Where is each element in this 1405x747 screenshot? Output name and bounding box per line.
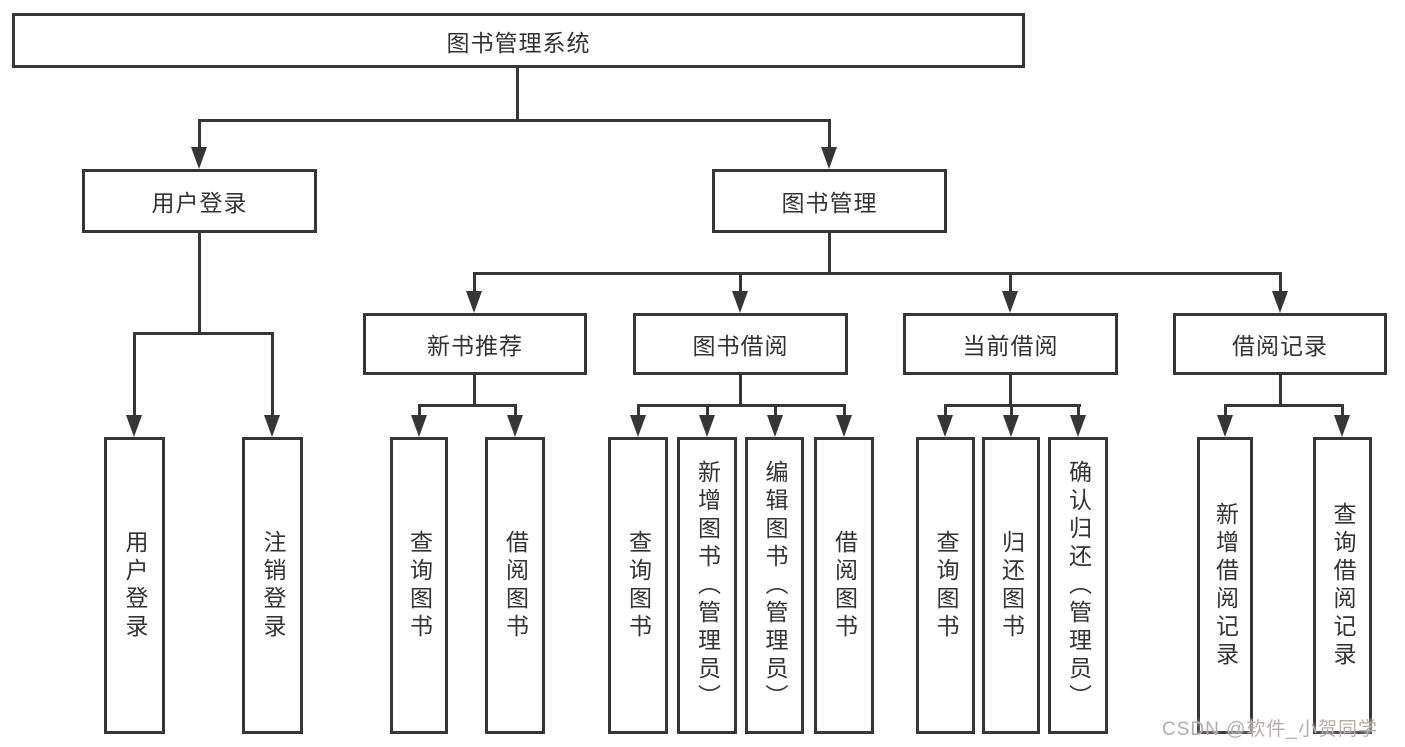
leaf-add-borrow-record: 新增借阅记录 bbox=[1197, 437, 1253, 734]
connector-line bbox=[706, 404, 709, 419]
connector-line bbox=[418, 404, 517, 407]
connector-line bbox=[1224, 404, 1227, 419]
leaf-label: 查询图书 bbox=[406, 529, 433, 642]
arrow-down-icon bbox=[630, 415, 646, 437]
connector-line bbox=[198, 233, 201, 335]
leaf-confirm-return-admin: 确认归还（管理员） bbox=[1048, 437, 1108, 734]
node-user-login: 用户登录 bbox=[82, 169, 317, 233]
leaf-label: 用户登录 bbox=[122, 529, 148, 642]
node-new-book-recommend: 新书推荐 bbox=[363, 313, 587, 375]
arrow-down-icon bbox=[1217, 415, 1233, 437]
leaf-label: 归还图书 bbox=[998, 529, 1025, 642]
connector-line bbox=[828, 119, 831, 149]
connector-line bbox=[637, 404, 846, 407]
connector-line bbox=[828, 233, 831, 275]
arrow-down-icon bbox=[1334, 415, 1350, 437]
leaf-label: 编辑图书（管理员） bbox=[762, 459, 788, 712]
arrow-down-icon bbox=[191, 147, 207, 169]
leaf-recommend-borrow-books: 借阅图书 bbox=[485, 437, 545, 734]
leaf-label: 查询借阅记录 bbox=[1330, 501, 1356, 670]
leaf-borrow-query-books: 查询图书 bbox=[608, 437, 668, 734]
leaf-label: 确认归还（管理员） bbox=[1065, 459, 1092, 712]
connector-line bbox=[944, 404, 947, 419]
leaf-label: 注销登录 bbox=[260, 529, 286, 642]
node-label: 当前借阅 bbox=[962, 333, 1059, 359]
arrow-down-icon bbox=[836, 415, 852, 437]
connector-line bbox=[198, 119, 831, 122]
arrow-down-icon bbox=[732, 291, 748, 313]
leaf-edit-books-admin: 编辑图书（管理员） bbox=[745, 437, 804, 734]
connector-line bbox=[514, 404, 517, 419]
node-root-system: 图书管理系统 bbox=[12, 13, 1025, 68]
node-book-management: 图书管理 bbox=[712, 169, 947, 233]
leaf-label: 新增图书（管理员） bbox=[694, 459, 721, 712]
leaf-recommend-query-books: 查询图书 bbox=[390, 437, 448, 734]
node-label: 借阅记录 bbox=[1232, 333, 1328, 359]
connector-line bbox=[1224, 404, 1344, 407]
connector-line bbox=[418, 404, 421, 419]
node-label: 图书管理 bbox=[781, 190, 878, 216]
arrow-down-icon bbox=[1003, 415, 1019, 437]
connector-line bbox=[1279, 272, 1282, 292]
node-label: 用户登录 bbox=[151, 190, 248, 216]
leaf-label: 查询图书 bbox=[933, 529, 959, 642]
arrow-down-icon bbox=[507, 415, 523, 437]
connector-line bbox=[271, 332, 274, 417]
arrow-down-icon bbox=[767, 415, 783, 437]
leaf-return-books: 归还图书 bbox=[982, 437, 1040, 734]
connector-line bbox=[1009, 375, 1012, 407]
connector-line bbox=[843, 404, 846, 419]
arrow-down-icon bbox=[1002, 291, 1018, 313]
connector-line bbox=[774, 404, 777, 419]
arrow-down-icon bbox=[126, 415, 142, 437]
leaf-current-query-books: 查询图书 bbox=[916, 437, 975, 734]
leaf-add-books-admin: 新增图书（管理员） bbox=[677, 437, 737, 734]
leaf-label: 查询图书 bbox=[625, 529, 652, 642]
node-borrow-records: 借阅记录 bbox=[1173, 313, 1387, 375]
connector-line bbox=[473, 272, 476, 292]
arrow-down-icon bbox=[1070, 415, 1086, 437]
connector-line bbox=[516, 68, 519, 122]
arrow-down-icon bbox=[699, 415, 715, 437]
arrow-down-icon bbox=[1272, 291, 1288, 313]
connector-line bbox=[133, 332, 274, 335]
connector-line bbox=[637, 404, 640, 419]
node-book-borrow: 图书借阅 bbox=[633, 313, 848, 375]
node-label: 新书推荐 bbox=[427, 333, 523, 359]
node-label: 图书借阅 bbox=[692, 333, 789, 359]
arrow-down-icon bbox=[264, 415, 280, 437]
connector-line bbox=[1009, 272, 1012, 292]
leaf-label: 新增借阅记录 bbox=[1212, 501, 1239, 670]
connector-line bbox=[1341, 404, 1344, 419]
arrow-down-icon bbox=[411, 415, 427, 437]
connector-line bbox=[473, 272, 1282, 275]
leaf-logout: 注销登录 bbox=[242, 437, 303, 734]
connector-line bbox=[1279, 375, 1282, 407]
connector-line bbox=[133, 332, 136, 417]
leaf-borrow-books: 借阅图书 bbox=[814, 437, 874, 734]
connector-line bbox=[473, 375, 476, 407]
leaf-query-borrow-record: 查询借阅记录 bbox=[1313, 437, 1372, 734]
connector-line bbox=[198, 119, 201, 149]
arrow-down-icon bbox=[937, 415, 953, 437]
csdn-watermark: CSDN @软件_小贺同学 bbox=[1162, 719, 1378, 740]
leaf-label: 借阅图书 bbox=[831, 529, 858, 642]
node-label: 图书管理系统 bbox=[446, 29, 591, 56]
leaf-user-login: 用户登录 bbox=[104, 437, 165, 734]
arrow-down-icon bbox=[466, 291, 482, 313]
leaf-label: 借阅图书 bbox=[502, 529, 529, 642]
connector-line bbox=[739, 272, 742, 292]
arrow-down-icon bbox=[821, 147, 837, 169]
connector-line bbox=[739, 375, 742, 407]
connector-line bbox=[1010, 404, 1013, 419]
node-current-borrow: 当前借阅 bbox=[903, 313, 1118, 375]
connector-line bbox=[1077, 404, 1080, 419]
